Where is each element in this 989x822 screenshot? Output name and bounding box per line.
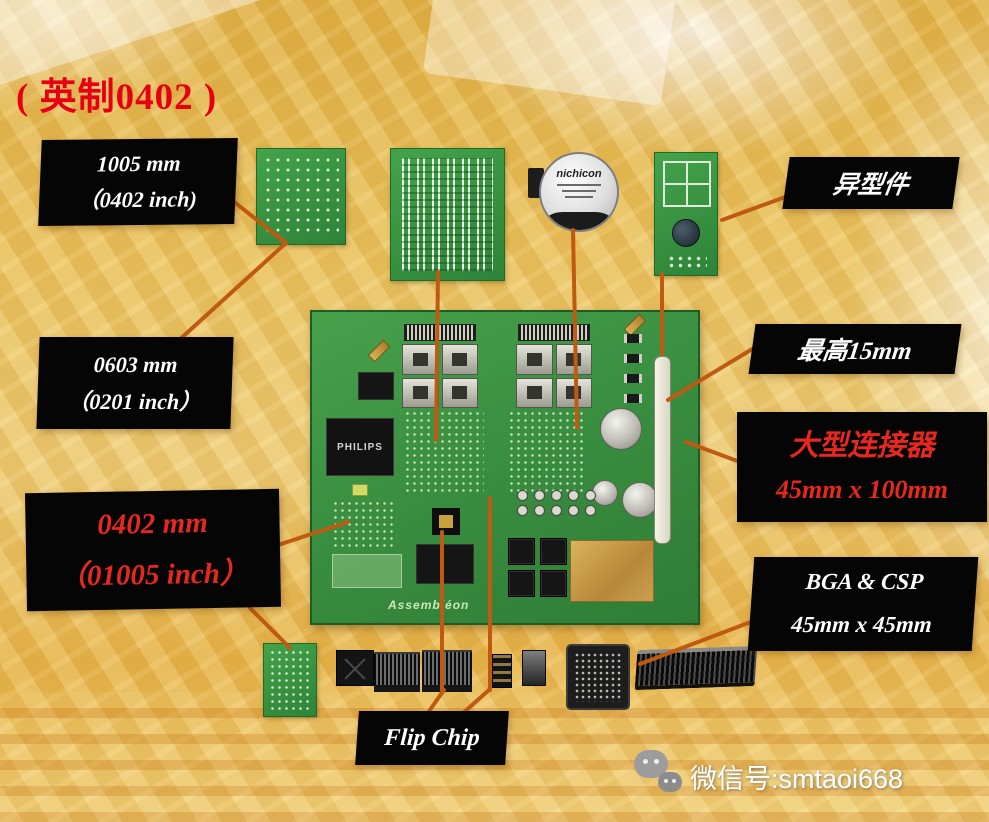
board-marking [352, 484, 368, 496]
odd-form-grid [663, 161, 711, 207]
assembleon-logo: Assembléon [388, 598, 470, 612]
connector-port [402, 344, 439, 375]
flip-chip-site [432, 508, 460, 535]
blank-pad-area [332, 554, 402, 588]
capacitor-nichicon: nichicon [539, 152, 619, 232]
capacitor-sleeve [545, 212, 613, 230]
callout-large-connector-line1: 大型连接器 [789, 430, 935, 462]
pin-header [404, 324, 476, 341]
capacitor-print-line [564, 196, 594, 198]
callout-0402mm-line1: 0402 mm [97, 507, 209, 542]
callout-bga-csp: BGA & CSP 45mm x 45mm [747, 557, 979, 651]
long-pin-connector [634, 645, 758, 691]
capacitor-brand-text: nichicon [556, 168, 602, 180]
connector-bank [402, 344, 478, 408]
callout-0402mm-line2: （01005 inch） [57, 557, 250, 593]
callout-1005mm-line1: 1005 mm [96, 150, 182, 177]
callout-1005mm: 1005 mm （0402 inch) [38, 137, 238, 227]
small-cap-array [514, 488, 598, 518]
odd-form-pads [667, 255, 707, 269]
ic-chip [358, 372, 394, 400]
pcb-sample-0402 [263, 643, 317, 717]
gold-pad-area [570, 540, 654, 602]
smd-chip [623, 313, 647, 337]
callout-max-height-label: 最高15mm [795, 338, 914, 365]
electrolytic-cap [600, 408, 642, 450]
connector-port [441, 377, 478, 408]
connector-port [516, 377, 553, 408]
callout-bga-csp-line2: 45mm x 45mm [790, 612, 933, 637]
main-pcb: PHILIPS Assembléon [310, 310, 700, 625]
smd-chip [367, 339, 391, 363]
callout-0603mm-line1: 0603 mm [93, 351, 178, 377]
flip-chip-part [492, 654, 512, 688]
ic-module [416, 544, 474, 584]
callout-0402mm: 0402 mm （01005 inch） [24, 488, 282, 612]
callout-odd-form-label: 异型件 [831, 172, 911, 199]
pcb-sample-striped [390, 148, 505, 281]
connector-port [555, 344, 592, 375]
flip-chip-part [522, 650, 546, 686]
resistor [624, 374, 642, 383]
callout-1005mm-line2: （0402 inch) [77, 186, 198, 213]
callout-flip-chip-label: Flip Chip [383, 724, 481, 751]
callout-flip-chip: Flip Chip [355, 711, 509, 765]
callout-0603mm: 0603 mm （0201 inch） [36, 337, 234, 429]
philips-ic-label: PHILIPS [337, 441, 383, 453]
ic-chip [508, 538, 535, 565]
callout-bga-csp-line1: BGA & CSP [804, 569, 925, 595]
callout-large-connector: 大型连接器 45mm x 100mm [737, 412, 987, 522]
electrolytic-cap [622, 482, 658, 518]
ic-chip [540, 538, 567, 565]
component-pad-array [508, 410, 586, 494]
watermark-text: 微信号:smtaoi668 [690, 764, 904, 794]
page-title: ( 英制0402 ) [16, 77, 218, 118]
connector-port [402, 377, 439, 408]
wechat-icon [634, 750, 684, 796]
connector-port [555, 377, 592, 408]
large-edge-connector [654, 356, 671, 544]
component-pad-array-0402 [332, 500, 394, 548]
ic-chip [508, 570, 535, 597]
finned-connector [422, 650, 472, 692]
capacitor-print-line [556, 184, 602, 186]
resistor [624, 394, 642, 403]
connector-port [441, 344, 478, 375]
component-pad-array [404, 410, 484, 494]
pcb-sample-odd-form [654, 152, 718, 276]
callout-0603mm-line2: （0201 inch） [66, 389, 202, 414]
ic-chip [540, 570, 567, 597]
philips-ic: PHILIPS [326, 418, 394, 476]
callout-large-connector-line2: 45mm x 100mm [776, 475, 948, 505]
wechat-bubble-small [658, 772, 682, 792]
resistor [624, 354, 642, 363]
resistor [624, 334, 642, 343]
callout-max-height: 最高15mm [748, 324, 962, 374]
connector-bank [516, 344, 592, 408]
bga-chip [566, 644, 630, 710]
odd-form-capacitor [672, 219, 700, 247]
finned-connector [374, 652, 420, 692]
connector-port [516, 344, 553, 375]
callout-odd-form: 异型件 [782, 157, 960, 209]
chip-component [336, 650, 374, 686]
pcb-sample-1005 [256, 148, 346, 245]
pin-header [518, 324, 590, 341]
capacitor-print-line [561, 190, 597, 192]
